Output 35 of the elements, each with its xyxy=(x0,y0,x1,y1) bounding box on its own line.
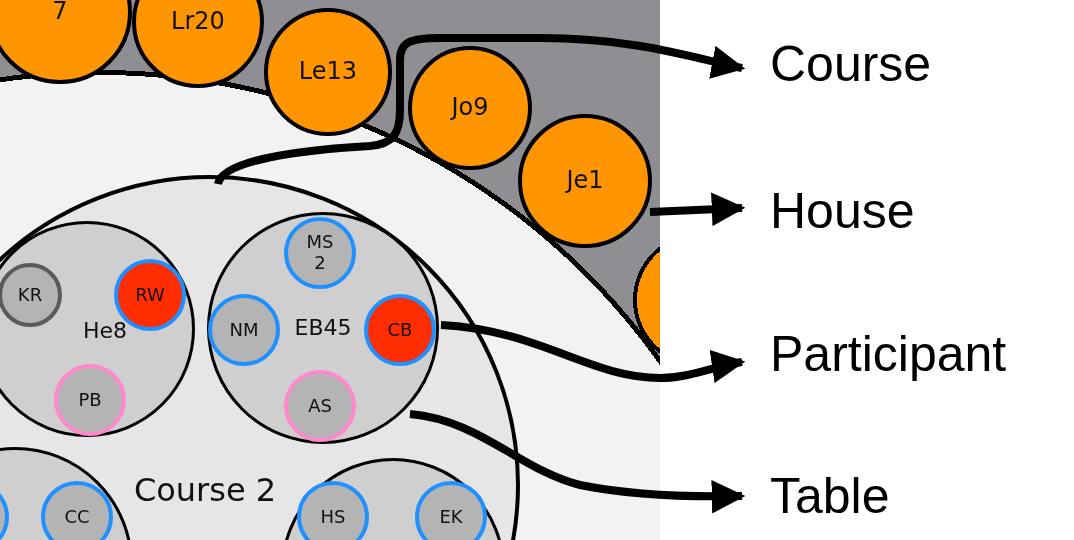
participant-circle xyxy=(284,217,356,289)
participant-initials: NM xyxy=(229,319,259,341)
participant-circle xyxy=(208,294,280,366)
arrow xyxy=(214,34,746,186)
participant-initials: EK xyxy=(439,506,463,528)
callout-label: House xyxy=(770,182,915,240)
participant-circle xyxy=(54,364,126,436)
participant-initials: KR xyxy=(17,284,43,306)
callout-label: Table xyxy=(770,467,890,525)
house-label: Lr20 xyxy=(171,8,225,36)
arrow xyxy=(409,410,746,514)
house-label: Jo9 xyxy=(451,94,489,122)
participant-initials: PB xyxy=(78,389,102,411)
participant-initials: MS 2 xyxy=(305,232,335,274)
participant-circle xyxy=(284,370,356,442)
callout-label: Course xyxy=(770,35,932,93)
participant-circle xyxy=(297,481,369,540)
participant-initials: CC xyxy=(64,506,90,528)
participant-initials: HS xyxy=(320,506,346,528)
course-label: Course 2 xyxy=(133,471,277,509)
participant-initials: RW xyxy=(135,284,165,306)
participant-circle xyxy=(41,481,113,540)
house-label: 7 xyxy=(52,0,68,26)
participant-circle xyxy=(364,294,436,366)
participant-circle xyxy=(0,263,62,327)
arrow xyxy=(649,192,746,227)
house-label: Le13 xyxy=(298,58,358,86)
participant-initials: CB xyxy=(387,319,413,341)
arrow xyxy=(440,321,746,384)
table-label: EB45 xyxy=(294,315,352,341)
participant-initials: AS xyxy=(308,395,332,417)
callout-label: Participant xyxy=(770,325,1007,383)
table-label: He8 xyxy=(82,318,128,344)
participant-circle xyxy=(415,481,487,540)
house-label: Je1 xyxy=(566,167,604,195)
